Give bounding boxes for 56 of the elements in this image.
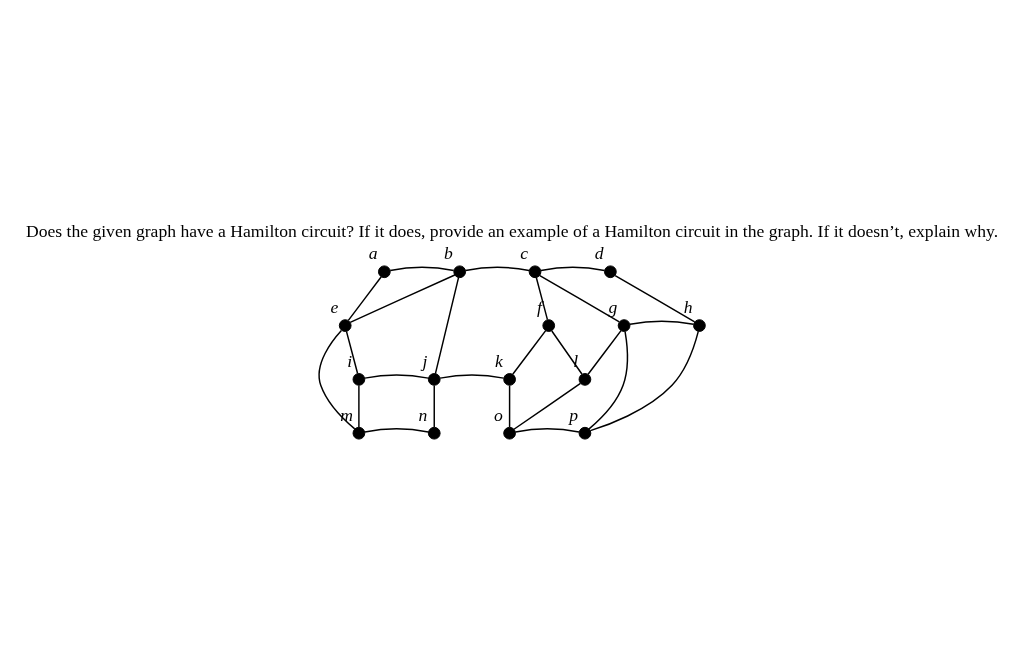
node-circle: [578, 372, 592, 386]
node-circle: [427, 426, 441, 440]
connector: [508, 384, 511, 428]
connector: [535, 276, 549, 320]
connector: [349, 273, 456, 323]
node-circle: [352, 372, 366, 386]
node-circle: [528, 264, 542, 278]
connector: [433, 384, 435, 428]
connector: [512, 329, 547, 375]
node-label: h: [683, 296, 693, 317]
node-circle: [578, 426, 592, 440]
connector: [364, 373, 429, 379]
diagram-title: Does the given graph have a Hamilton circuit? If it does, provide an example of a Hamilton circuit in the graph. If it doesn’t, explain why.: [25, 220, 999, 241]
connector: [629, 319, 695, 325]
connector: [513, 382, 582, 430]
node-circle: [453, 264, 467, 278]
connector: [514, 427, 580, 433]
node-circle: [503, 426, 516, 440]
connector: [347, 275, 382, 321]
connector: [551, 329, 583, 375]
node-circle: [693, 318, 706, 332]
node-label: c: [520, 242, 529, 263]
node-label: p: [569, 404, 579, 425]
connector: [614, 274, 696, 323]
connector: [439, 373, 505, 379]
connector: [364, 427, 429, 433]
node-circle: [503, 372, 516, 386]
connector: [464, 266, 530, 271]
node-label: o: [493, 404, 503, 425]
node-label: d: [594, 242, 604, 263]
node-label: e: [330, 296, 339, 317]
connector: [358, 384, 360, 428]
connector: [318, 329, 356, 430]
node-label: k: [494, 350, 503, 371]
node-label: a: [368, 242, 378, 263]
connector: [539, 274, 620, 323]
node-circle: [604, 264, 617, 278]
node-circle: [352, 426, 366, 440]
connector: [345, 330, 359, 374]
node-circle: [378, 264, 391, 278]
connector: [434, 276, 460, 374]
connector: [540, 266, 606, 271]
node-circle: [427, 372, 441, 386]
node-label: i: [347, 350, 353, 371]
node-circle: [542, 318, 556, 332]
connector: [588, 330, 629, 430]
node-label: b: [444, 242, 453, 263]
node-label: g: [608, 296, 618, 317]
node-circle: [338, 318, 352, 332]
connector: [589, 330, 700, 431]
connector: [587, 329, 622, 375]
connector: [389, 266, 455, 271]
node-circle: [617, 318, 631, 332]
node-label: f: [536, 296, 542, 317]
node-label: n: [418, 404, 428, 425]
node-label: j: [422, 350, 428, 371]
